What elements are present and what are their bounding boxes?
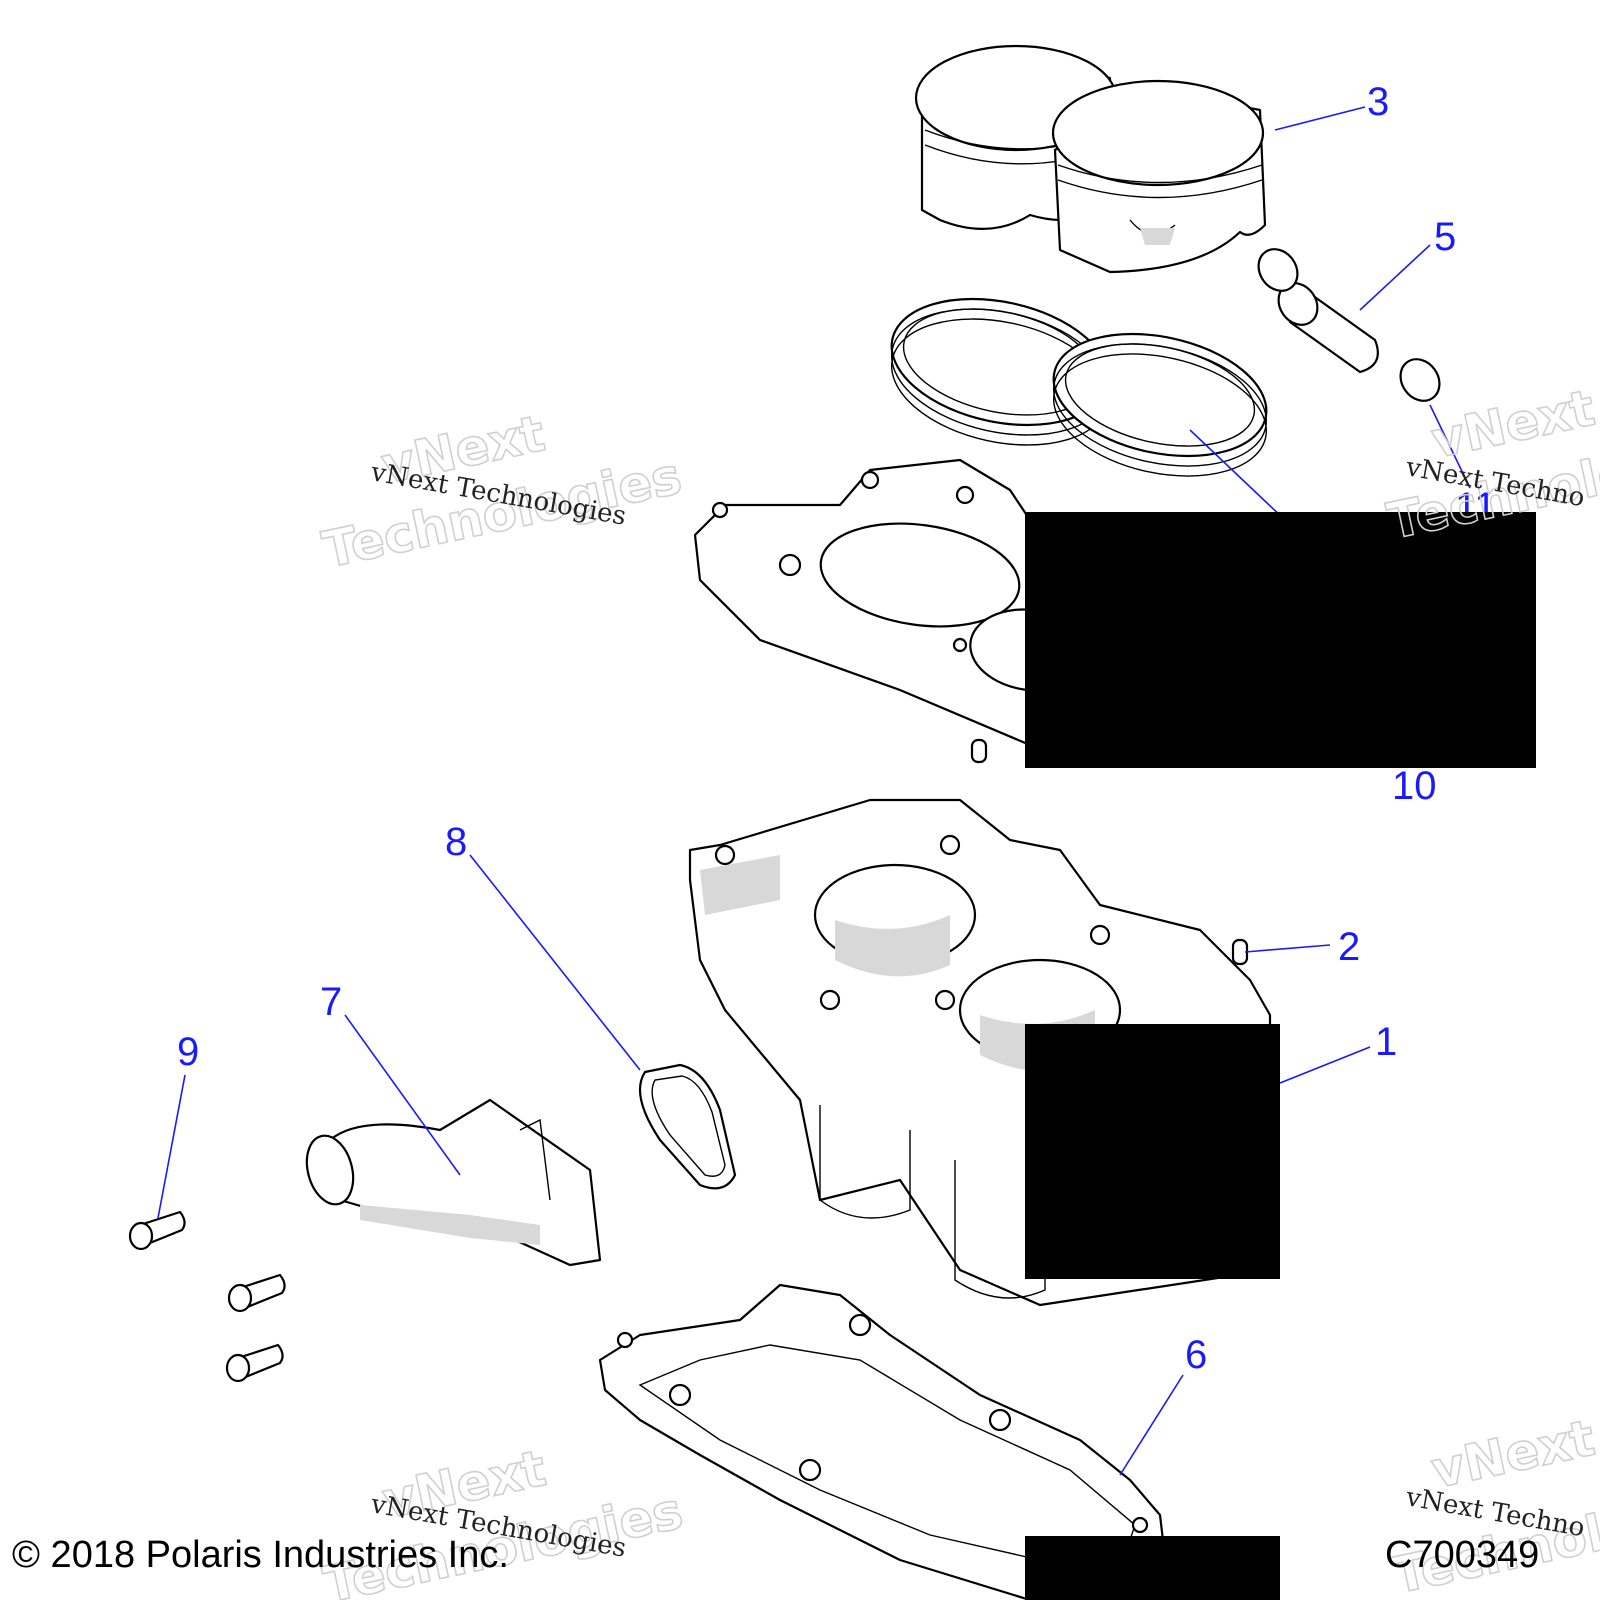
piston-pin-drawing xyxy=(1257,248,1441,402)
head-gasket-drawing xyxy=(693,458,1091,764)
figure-id: C700349 xyxy=(1385,1534,1539,1576)
piston-rings-drawing xyxy=(890,297,1268,477)
callout-1: 1 xyxy=(1375,1020,1397,1064)
redaction-box-lower xyxy=(1025,1536,1280,1600)
base-gasket-drawing xyxy=(598,1283,1172,1600)
callout-9: 9 xyxy=(177,1030,199,1074)
copyright-text: © 2018 Polaris Industries Inc. xyxy=(12,1534,509,1576)
callout-7: 7 xyxy=(320,980,342,1024)
leader-lines xyxy=(157,106,1471,1476)
redaction-box-middle xyxy=(1025,1024,1280,1279)
outlet-seal-drawing xyxy=(638,1063,737,1190)
callout-10: 10 xyxy=(1392,764,1437,808)
callout-8: 8 xyxy=(445,820,467,864)
callout-6: 6 xyxy=(1185,1333,1207,1377)
callout-5: 5 xyxy=(1434,215,1456,259)
dowel-pin-drawing xyxy=(1231,938,1249,966)
redaction-box-upper xyxy=(1025,512,1536,768)
bolts-drawing xyxy=(128,1210,286,1383)
watermark-bottom-right-line1: vNext xyxy=(1427,1409,1600,1500)
water-outlet-drawing xyxy=(305,1098,602,1267)
redaction-boxes xyxy=(1025,512,1536,1600)
callout-2: 2 xyxy=(1338,925,1360,969)
pistons-drawing xyxy=(914,44,1267,274)
callout-3: 3 xyxy=(1367,80,1389,124)
